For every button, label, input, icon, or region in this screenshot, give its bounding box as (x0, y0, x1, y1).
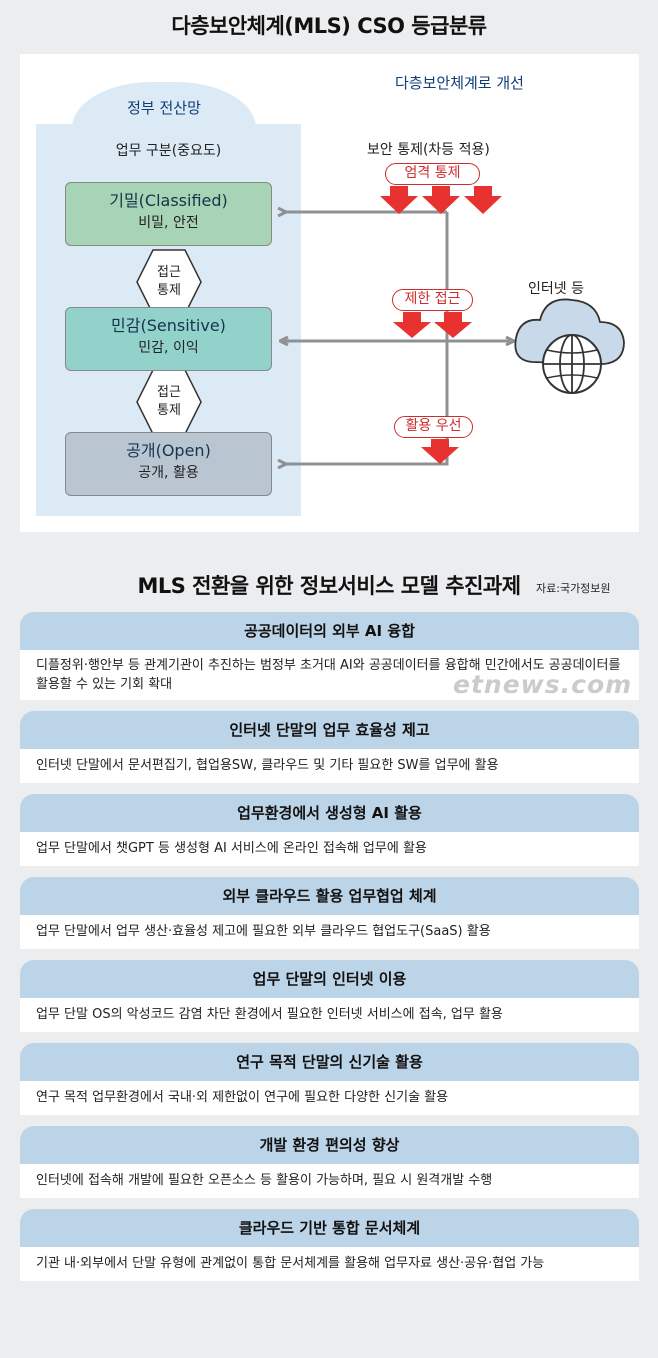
classification-header: 업무 구분(중요도) (115, 143, 222, 159)
red-arrows-strict (380, 186, 502, 214)
internet-label: 인터넷 등 (528, 281, 584, 297)
task-title: 인터넷 단말의 업무 효율성 제고 (20, 711, 639, 749)
security-control-label: 보안 통제(차등 적용) (367, 142, 490, 158)
pill-limited-access: 제한 접근 (392, 289, 473, 311)
diagram-title: 다층보안체계(MLS) CSO 등급분류 (171, 14, 487, 38)
task-desc: 업무 단말에서 업무 생산·효율성 제고에 필요한 외부 클라우드 협업도구(S… (20, 915, 639, 949)
tasks-title: MLS 전환을 위한 정보서비스 모델 추진과제 (137, 574, 521, 598)
watermark: etnews.com (453, 670, 633, 699)
task-title: 업무환경에서 생성형 AI 활용 (20, 794, 639, 832)
level-classified-name: 기밀(Classified) (109, 191, 228, 210)
level-open-box: 공개(Open) 공개, 활용 (65, 432, 272, 496)
task-title: 외부 클라우드 활용 업무협업 체계 (20, 877, 639, 915)
pill-strict-control: 엄격 통제 (385, 163, 480, 185)
task-desc: 인터넷 단말에서 문서편집기, 협업용SW, 클라우드 및 기타 필요한 SW를… (20, 749, 639, 783)
improvement-title: 다층보안체계로 개선 (395, 74, 524, 92)
task-desc: 업무 단말에서 챗GPT 등 생성형 AI 서비스에 온라인 접속해 업무에 활… (20, 832, 639, 866)
level-sensitive-box: 민감(Sensitive) 민감, 이익 (65, 307, 272, 371)
task-title: 클라우드 기반 통합 문서체계 (20, 1209, 639, 1247)
source-note: 자료:국가정보원 (536, 582, 611, 595)
pill-usage-priority: 활용 우선 (394, 416, 473, 438)
task-desc: 디플정위·행안부 등 관계기관이 추진하는 범정부 초거대 AI와 공공데이터를… (20, 650, 639, 700)
red-arrows-limited (393, 312, 472, 338)
task-title: 업무 단말의 인터넷 이용 (20, 960, 639, 998)
task-item: 인터넷 단말의 업무 효율성 제고 인터넷 단말에서 문서편집기, 협업용SW,… (20, 711, 639, 783)
task-item: 개발 환경 편의성 향상 인터넷에 접속해 개발에 필요한 오픈소스 등 활용이… (20, 1126, 639, 1198)
task-item: 외부 클라우드 활용 업무협업 체계 업무 단말에서 업무 생산·효율성 제고에… (20, 877, 639, 949)
task-title: 연구 목적 단말의 신기술 활용 (20, 1043, 639, 1081)
red-arrow-priority (421, 439, 459, 464)
task-item: 업무 단말의 인터넷 이용 업무 단말 OS의 악성코드 감염 차단 환경에서 … (20, 960, 639, 1032)
task-desc: 기관 내·외부에서 단말 유형에 관계없이 통합 문서체계를 활용해 업무자료 … (20, 1247, 639, 1281)
level-open-desc: 공개, 활용 (138, 465, 199, 481)
level-classified-desc: 비밀, 안전 (138, 215, 199, 231)
level-sensitive-desc: 민감, 이익 (138, 340, 199, 356)
task-desc: 업무 단말 OS의 악성코드 감염 차단 환경에서 필요한 인터넷 서비스에 접… (20, 998, 639, 1032)
level-sensitive-name: 민감(Sensitive) (111, 316, 226, 335)
task-item: 연구 목적 단말의 신기술 활용 연구 목적 업무환경에서 국내·외 제한없이 … (20, 1043, 639, 1115)
task-title: 공공데이터의 외부 AI 융합 (20, 612, 639, 650)
task-title: 개발 환경 편의성 향상 (20, 1126, 639, 1164)
network-title: 정부 전산망 (127, 99, 201, 117)
task-item: 클라우드 기반 통합 문서체계 기관 내·외부에서 단말 유형에 관계없이 통합… (20, 1209, 639, 1281)
level-classified-box: 기밀(Classified) 비밀, 안전 (65, 182, 272, 246)
cloud-globe-icon (514, 298, 625, 394)
task-list: 공공데이터의 외부 AI 융합 디플정위·행안부 등 관계기관이 추진하는 범정… (20, 612, 639, 1292)
task-desc: 연구 목적 업무환경에서 국내·외 제한없이 연구에 필요한 다양한 신기술 활… (20, 1081, 639, 1115)
task-desc: 인터넷에 접속해 개발에 필요한 오픈소스 등 활용이 가능하며, 필요 시 원… (20, 1164, 639, 1198)
task-item: 업무환경에서 생성형 AI 활용 업무 단말에서 챗GPT 등 생성형 AI 서… (20, 794, 639, 866)
task-item: 공공데이터의 외부 AI 융합 디플정위·행안부 등 관계기관이 추진하는 범정… (20, 612, 639, 700)
level-open-name: 공개(Open) (126, 441, 211, 460)
